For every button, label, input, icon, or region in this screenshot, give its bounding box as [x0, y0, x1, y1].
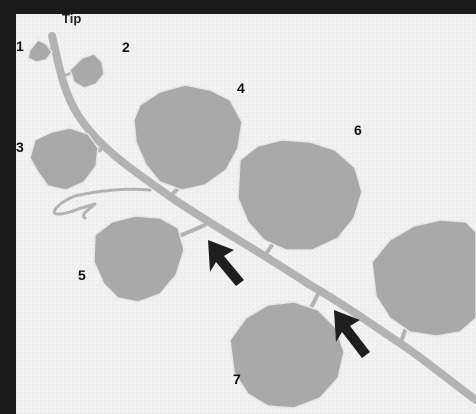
leaf-label-3: 3: [16, 139, 24, 155]
leaf-label-4: 4: [237, 80, 245, 96]
leaf-label-6: 6: [354, 122, 362, 138]
leaf-label-5: 5: [78, 267, 86, 283]
leaf-label-7: 7: [233, 371, 241, 387]
leaf-label-2: 2: [122, 39, 130, 55]
tip-label: Tip: [62, 11, 81, 26]
leaf-label-1: 1: [16, 38, 24, 54]
